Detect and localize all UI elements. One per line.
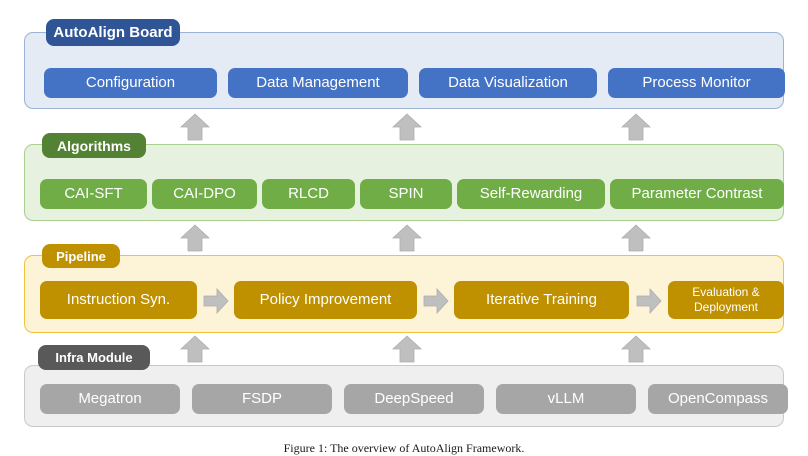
layer-title-pipeline: Pipeline	[42, 244, 120, 268]
arrow-right-icon	[423, 288, 449, 314]
arrow-right-icon	[203, 288, 229, 314]
algorithm-node-spin[interactable]: SPIN	[360, 179, 452, 209]
arrow-right-icon	[636, 288, 662, 314]
arrow-up-icon	[621, 335, 651, 363]
layer-title-infra: Infra Module	[38, 345, 150, 370]
layer-title-algorithms: Algorithms	[42, 133, 146, 158]
pipeline-node-evaluation-deployment[interactable]: Evaluation & Deployment	[668, 281, 784, 319]
algorithm-node-cai-sft[interactable]: CAI-SFT	[40, 179, 147, 209]
infra-node-megatron[interactable]: Megatron	[40, 384, 180, 414]
arrow-up-icon	[392, 224, 422, 252]
pipeline-node-iterative-training[interactable]: Iterative Training	[454, 281, 629, 319]
arrow-up-icon	[180, 335, 210, 363]
pipeline-node-instruction-syn[interactable]: Instruction Syn.	[40, 281, 197, 319]
arrow-up-icon	[180, 224, 210, 252]
board-node-process-monitor[interactable]: Process Monitor	[608, 68, 785, 98]
infra-node-vllm[interactable]: vLLM	[496, 384, 636, 414]
infra-node-deepspeed[interactable]: DeepSpeed	[344, 384, 484, 414]
arrow-up-icon	[392, 335, 422, 363]
board-node-data-visualization[interactable]: Data Visualization	[419, 68, 597, 98]
arrow-up-icon	[621, 224, 651, 252]
arrow-up-icon	[621, 113, 651, 141]
algorithm-node-parameter-contrast[interactable]: Parameter Contrast	[610, 179, 784, 209]
algorithm-node-rlcd[interactable]: RLCD	[262, 179, 355, 209]
board-node-data-management[interactable]: Data Management	[228, 68, 408, 98]
arrow-up-icon	[180, 113, 210, 141]
algorithm-node-cai-dpo[interactable]: CAI-DPO	[152, 179, 257, 209]
board-node-configuration[interactable]: Configuration	[44, 68, 217, 98]
layer-title-board: AutoAlign Board	[46, 19, 180, 46]
infra-node-opencompass[interactable]: OpenCompass	[648, 384, 788, 414]
infra-node-fsdp[interactable]: FSDP	[192, 384, 332, 414]
pipeline-node-policy-improvement[interactable]: Policy Improvement	[234, 281, 417, 319]
algorithm-node-self-rewarding[interactable]: Self-Rewarding	[457, 179, 605, 209]
figure-caption: Figure 1: The overview of AutoAlign Fram…	[283, 441, 525, 455]
arrow-up-icon	[392, 113, 422, 141]
